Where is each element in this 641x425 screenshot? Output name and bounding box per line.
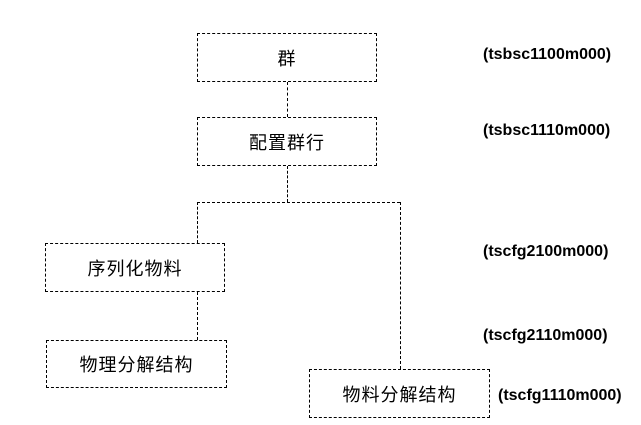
connector-branch-to-item-breakdown — [400, 202, 401, 369]
session-code-configured-group-lines: (tsbsc1110m000) — [483, 122, 611, 139]
box-item-breakdown-structure: 物料分解结构 — [309, 369, 490, 418]
box-configured-group-lines: 配置群行 — [197, 117, 377, 166]
box-group-label: 群 — [277, 48, 297, 69]
box-group: 群 — [197, 33, 377, 82]
session-code-physical-breakdown: (tscfg2110m000) — [483, 327, 608, 344]
connector-serialized-to-physical-breakdown — [197, 292, 198, 340]
connector-branch-to-serialized-item — [197, 202, 198, 243]
session-code-item-breakdown: (tscfg1110m000) — [498, 387, 622, 404]
box-serialized-item-label: 序列化物料 — [87, 258, 183, 279]
box-physical-breakdown-structure: 物理分解结构 — [46, 340, 227, 388]
box-item-breakdown-structure-label: 物料分解结构 — [342, 384, 457, 405]
session-code-serialized-item: (tscfg2100m000) — [483, 243, 609, 260]
box-serialized-item: 序列化物料 — [45, 243, 225, 292]
connector-config-lines-down — [287, 166, 288, 202]
box-physical-breakdown-structure-label: 物理分解结构 — [79, 355, 194, 375]
session-code-group: (tsbsc1100m000) — [483, 46, 612, 63]
connector-group-to-config-lines — [287, 82, 288, 117]
connector-branch-horizontal — [197, 202, 400, 203]
box-configured-group-lines-label: 配置群行 — [249, 132, 325, 153]
